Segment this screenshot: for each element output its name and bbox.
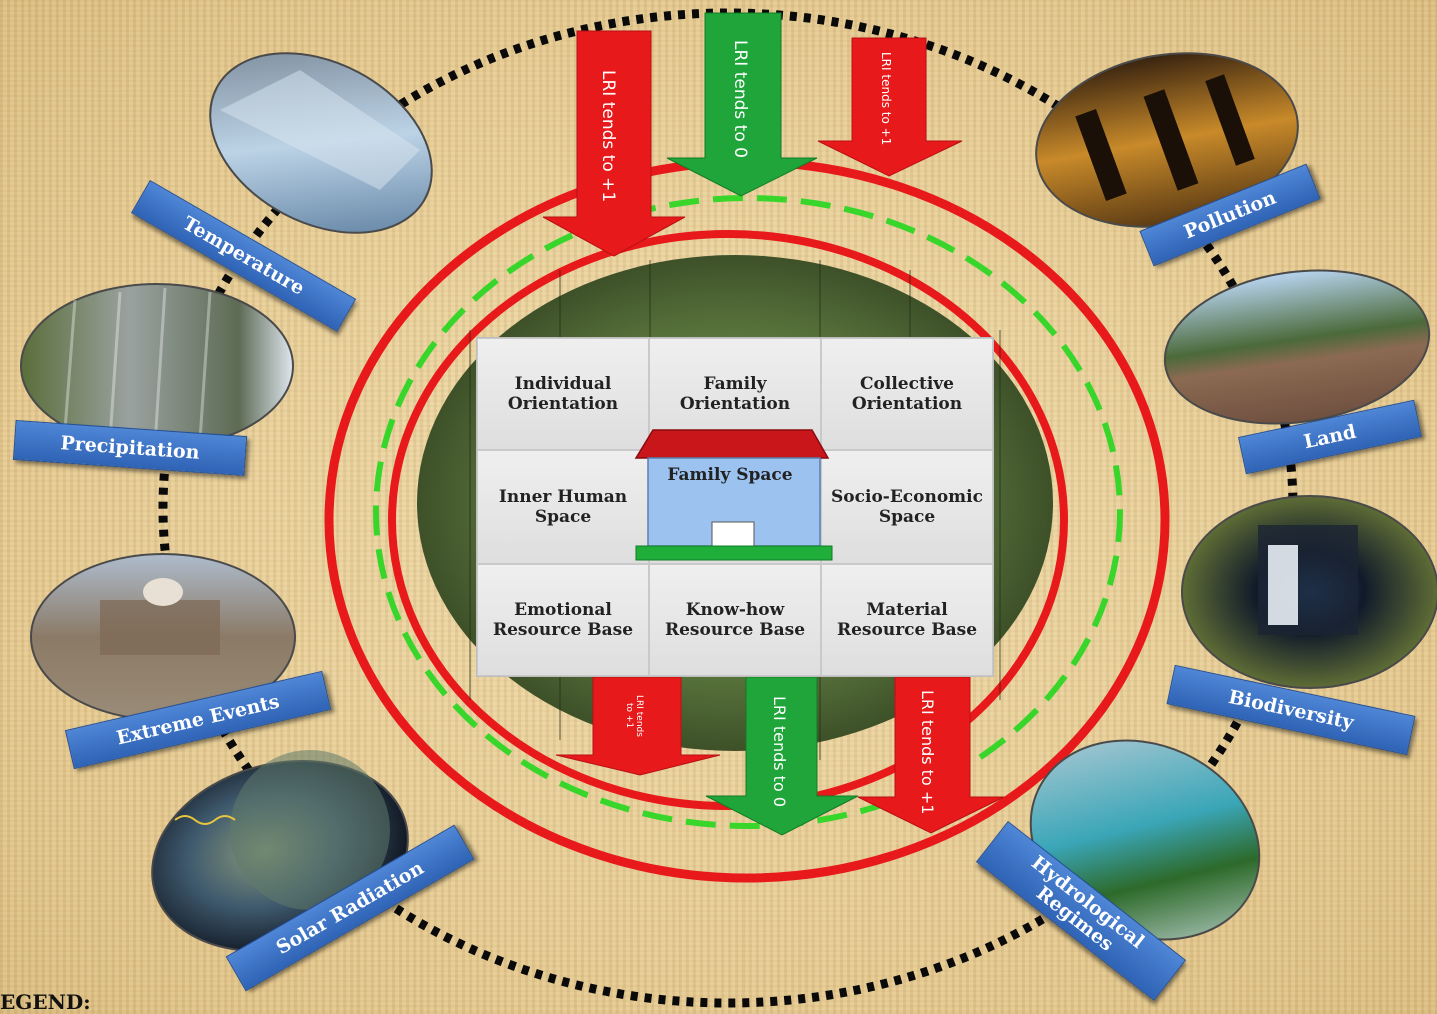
arrow-top-left-red: [542, 30, 686, 257]
space-grid: Individual Orientation Family Orientatio…: [476, 337, 994, 677]
arrow-top-right-red: [817, 37, 963, 177]
material-resource-base-cell: Material Resource Base: [821, 564, 993, 676]
knowhow-resource-base-cell: Know-how Resource Base: [649, 564, 821, 676]
legend-heading: EGEND:: [0, 990, 91, 1014]
socio-economic-space-cell: Socio-Economic Space: [821, 450, 993, 564]
family-orientation-cell: Family Orientation: [649, 338, 821, 450]
emotional-resource-base-cell: Emotional Resource Base: [477, 564, 649, 676]
inner-human-space-cell: Inner Human Space: [477, 450, 649, 564]
arrow-top-left-label: LRI tends to +1: [598, 70, 618, 203]
extreme-events-photo: [30, 553, 296, 721]
arrow-bottom-center-label: LRI tends to 0: [770, 696, 789, 807]
individual-orientation-cell: Individual Orientation: [477, 338, 649, 450]
arrow-bottom-right-label: LRI tends to +1: [918, 690, 937, 815]
arrow-top-right-label: LRI tends to +1: [879, 52, 893, 146]
collective-orientation-cell: Collective Orientation: [821, 338, 993, 450]
pollution-photo: [1035, 52, 1299, 228]
arrow-top-center-green: [666, 12, 818, 197]
temperature-photo: [209, 52, 433, 234]
arrow-bottom-right-red: [857, 676, 1005, 834]
arrow-bottom-left-red: [555, 676, 721, 776]
biodiversity-photo: [1181, 495, 1437, 689]
arrow-bottom-left-label: LRI tends to +1: [624, 695, 644, 737]
arrow-bottom-center-green: [705, 676, 859, 836]
family-space-label: Family Space: [667, 465, 793, 485]
arrow-top-center-label: LRI tends to 0: [730, 40, 750, 158]
green-dashed-ring: [373, 195, 1123, 829]
